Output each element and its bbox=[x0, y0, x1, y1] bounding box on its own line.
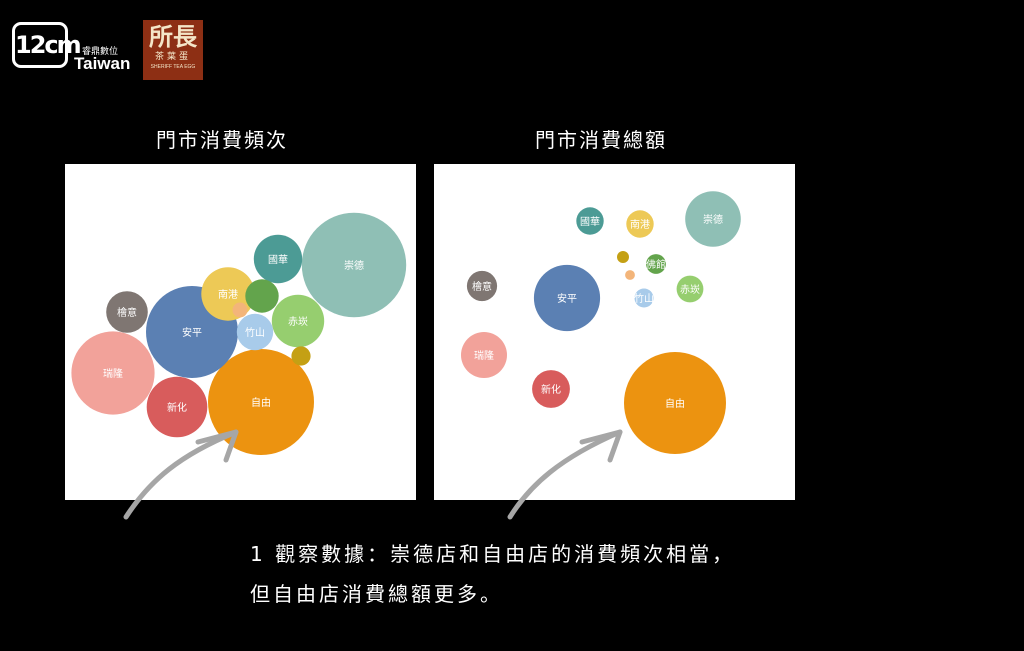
bubble-赤崁 bbox=[676, 275, 704, 303]
brand-taiwan: Taiwan bbox=[74, 54, 131, 73]
chart-title-total: 門市消費總額 bbox=[535, 128, 667, 152]
sheriff-tea-egg-logo: 所長 茶葉蛋 SHERIFF TEA EGG bbox=[143, 20, 203, 80]
brand-mark: 12cm bbox=[12, 22, 82, 68]
bubble-自由 bbox=[208, 349, 314, 455]
bubble-竹山 bbox=[236, 313, 274, 351]
bubble-label: 南港 bbox=[630, 218, 650, 231]
bubble-unlabeled-12 bbox=[625, 270, 635, 280]
bubble-unlabeled-11 bbox=[617, 251, 629, 263]
bubble-竹山 bbox=[634, 288, 654, 308]
bubble-unlabeled-12 bbox=[232, 302, 248, 318]
bubble-瑞隆 bbox=[461, 332, 507, 378]
bubble-label: 崇德 bbox=[703, 213, 723, 226]
caption-line-1: 1 觀察數據：崇德店和自由店的消費頻次相當， bbox=[250, 542, 736, 566]
bubble-佛館 bbox=[646, 254, 666, 274]
bubble-label: 佛館 bbox=[646, 258, 666, 271]
brand-sub: 睿鼎數位 bbox=[82, 47, 119, 57]
bubble-label: 國華 bbox=[580, 216, 600, 228]
caption-line-2: 但自由店消費總額更多。 bbox=[250, 582, 503, 606]
sheriff-logo-main: 所長 bbox=[149, 22, 197, 51]
bubble-瑞隆 bbox=[71, 331, 155, 415]
brand-logo-12cm: 12cm 睿鼎數位 Taiwan bbox=[12, 20, 132, 80]
bubble-檜意 bbox=[106, 291, 148, 333]
bubble-安平 bbox=[533, 264, 601, 332]
bubble-unlabeled-11 bbox=[291, 346, 311, 366]
bubble-label: 安平 bbox=[557, 292, 577, 305]
bubble-label: 新化 bbox=[541, 383, 561, 396]
chart-panel-total: 崇德自由 安平瑞隆新化 國華 南港檜意 佛館赤崁竹山 bbox=[434, 164, 795, 500]
bubble-新化 bbox=[146, 376, 208, 438]
chart-title-frequency: 門市消費頻次 bbox=[156, 128, 288, 152]
bubble-label: 赤崁 bbox=[680, 284, 700, 296]
bubble-label: 赤崁 bbox=[288, 316, 308, 328]
bubble-unlabeled-10 bbox=[245, 279, 279, 313]
chart-panel-frequency: 崇德自由 安平瑞隆新化 南港 國華赤崁 檜意竹山 bbox=[65, 164, 416, 500]
bubble-崇德 bbox=[301, 212, 407, 318]
bubble-label: 自由 bbox=[251, 396, 271, 409]
bubble-label: 南港 bbox=[218, 288, 238, 301]
bubble-label: 安平 bbox=[182, 326, 202, 339]
bubble-label: 竹山 bbox=[634, 292, 654, 305]
bubble-崇德 bbox=[685, 191, 741, 247]
bubble-新化 bbox=[532, 370, 570, 408]
bubble-label: 瑞隆 bbox=[103, 367, 123, 380]
bubble-label: 竹山 bbox=[245, 326, 265, 339]
bubble-label: 檜意 bbox=[472, 280, 492, 293]
bubble-自由 bbox=[624, 352, 726, 454]
bubble-國華 bbox=[253, 234, 303, 284]
bubble-label: 檜意 bbox=[117, 306, 137, 319]
bubble-赤崁 bbox=[271, 294, 325, 348]
sheriff-logo-cn: 茶葉蛋 bbox=[154, 52, 191, 62]
bubble-label: 崇德 bbox=[344, 259, 364, 272]
bubble-南港 bbox=[626, 210, 654, 238]
bubble-國華 bbox=[576, 207, 604, 235]
bubble-label: 國華 bbox=[268, 254, 288, 266]
bubble-label: 自由 bbox=[665, 397, 685, 410]
bubble-label: 瑞隆 bbox=[474, 349, 494, 362]
bubble-檜意 bbox=[466, 270, 498, 302]
sheriff-logo-en: SHERIFF TEA EGG bbox=[150, 64, 196, 70]
bubble-label: 新化 bbox=[167, 401, 187, 414]
